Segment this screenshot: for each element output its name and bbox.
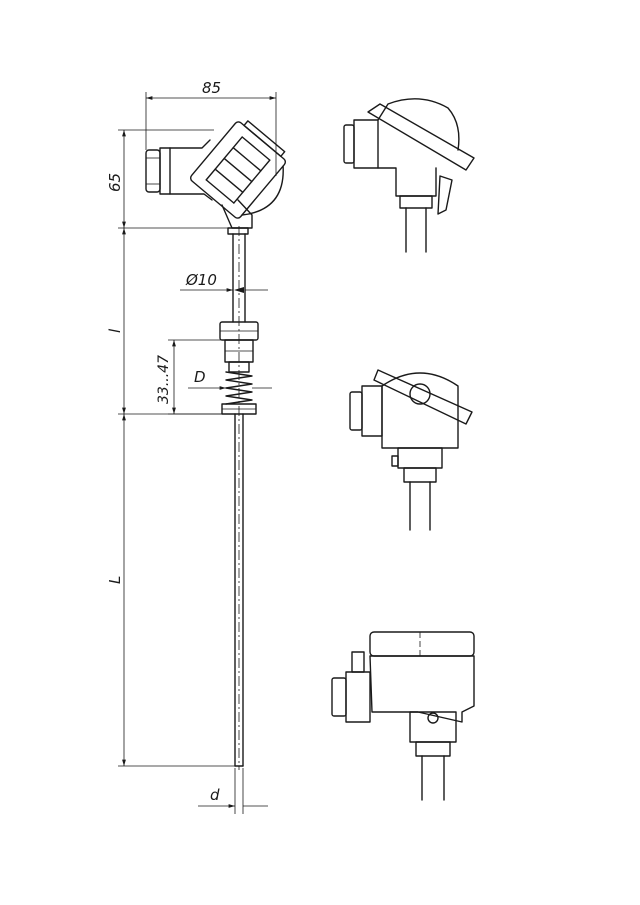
- main-side-view: [145, 120, 287, 770]
- dim-33-47: 33...47: [156, 355, 172, 404]
- head-variant-3: [331, 631, 475, 801]
- dim-D: D: [194, 368, 206, 386]
- dim-diameter-10: Ø10: [185, 271, 217, 289]
- connection-head: [189, 120, 287, 219]
- dimension-lines: 85 65 Ø10 l 33...47 D L d: [106, 79, 277, 814]
- sensing-element: [234, 413, 244, 767]
- dim-d: d: [210, 786, 220, 804]
- dim-65: 65: [106, 173, 124, 192]
- cable-gland: [145, 139, 213, 201]
- protective-tube: [232, 226, 246, 770]
- head-variant-1: [343, 98, 475, 253]
- dim-L: L: [106, 576, 124, 584]
- dim-l: l: [106, 328, 124, 333]
- head-variant-2: [349, 369, 473, 531]
- dim-85: 85: [202, 79, 221, 97]
